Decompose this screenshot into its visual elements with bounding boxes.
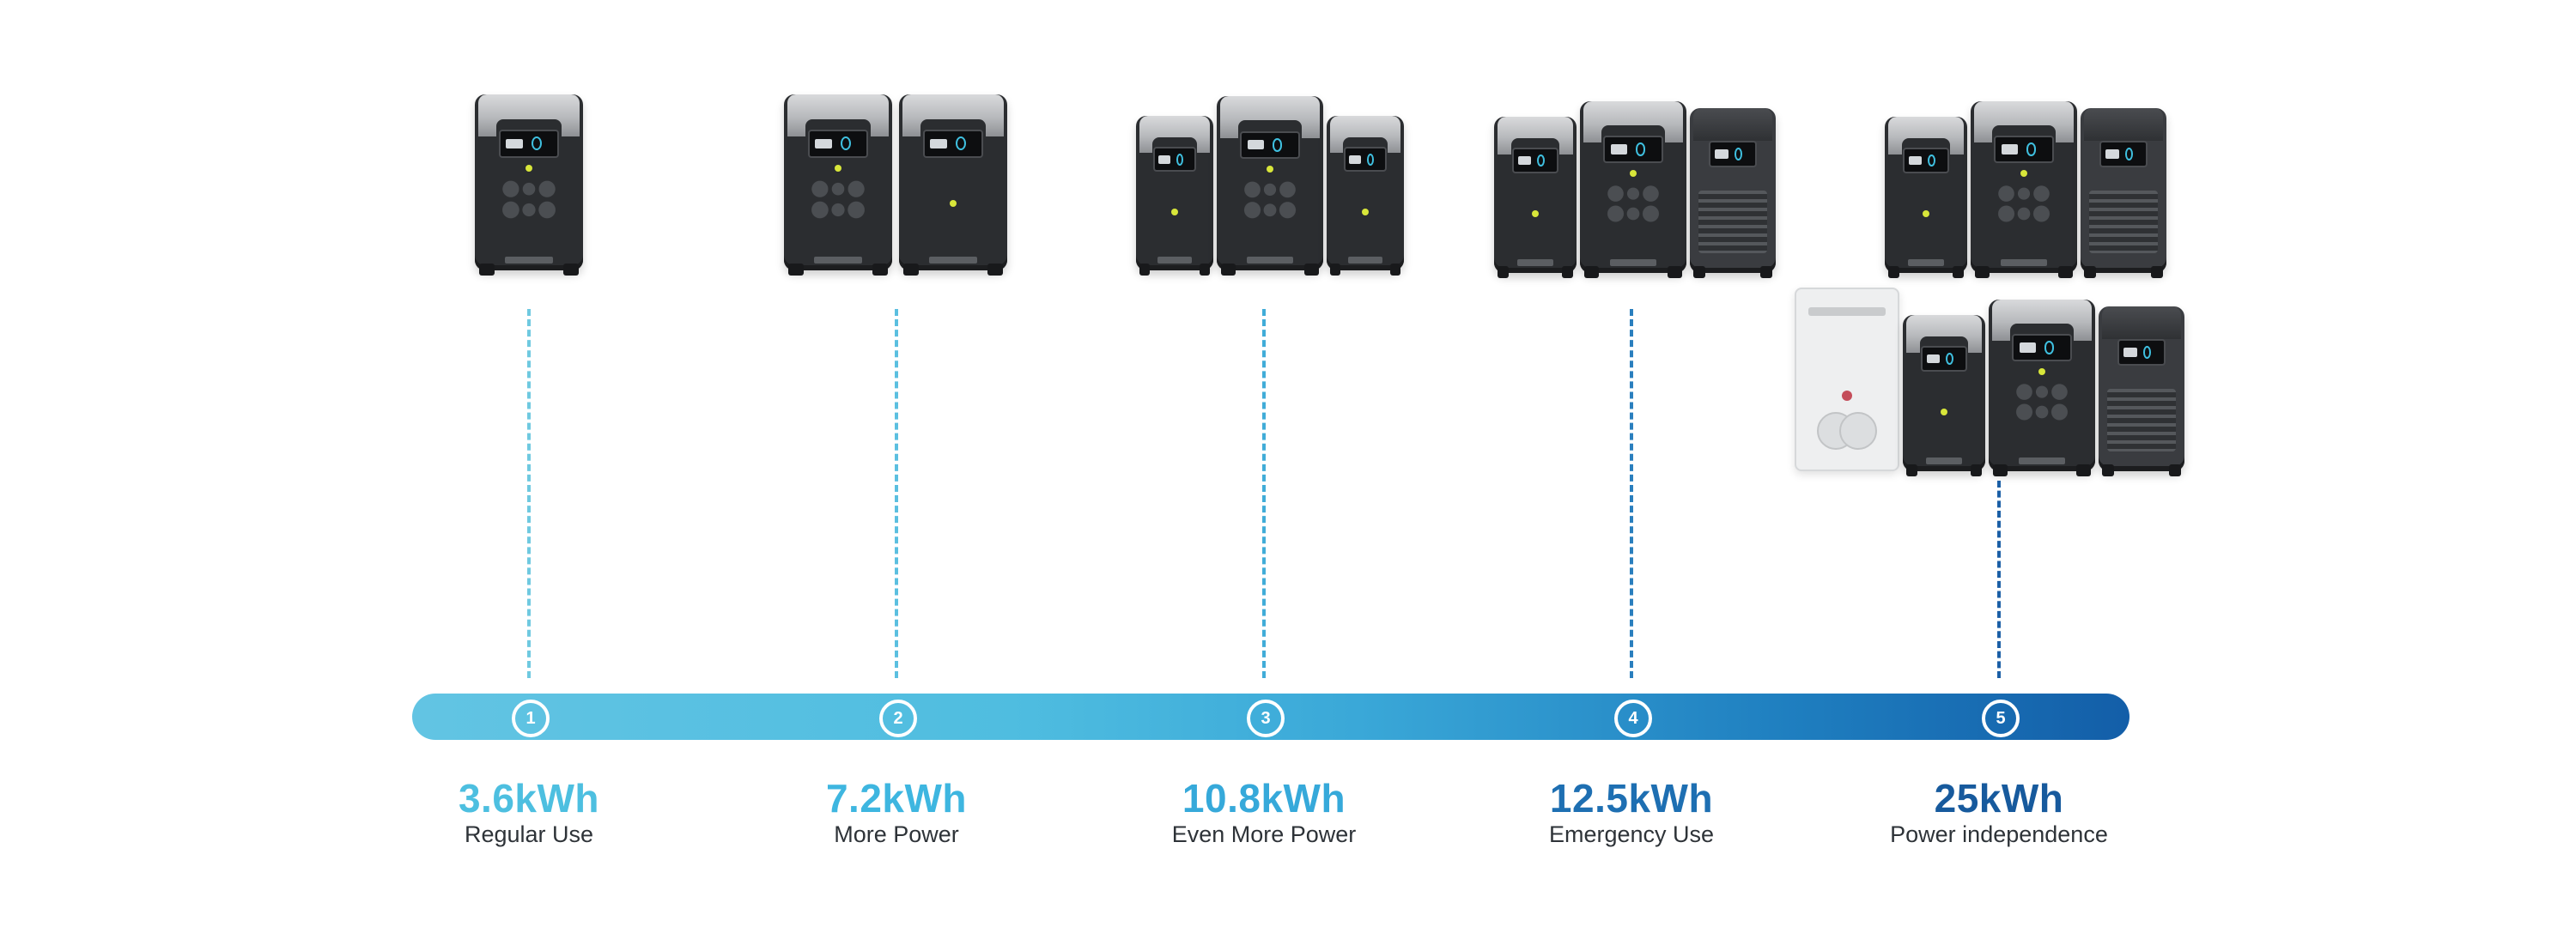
- stage-4-label: 12.5kWh Emergency Use: [1468, 776, 1795, 848]
- stage-1-connector: [527, 309, 531, 678]
- stage-1-marker: 1: [512, 700, 550, 737]
- stage-1-devices: [475, 94, 583, 276]
- stage-5-devices-top: [1885, 101, 2166, 278]
- power-station-icon: [1580, 101, 1686, 278]
- power-station-icon: [1971, 101, 2077, 278]
- stage-3-connector: [1262, 309, 1266, 678]
- stage-3-marker: 3: [1247, 700, 1285, 737]
- stage-1-capacity: 3.6kWh: [458, 776, 600, 821]
- power-station-icon: [475, 94, 583, 276]
- stage-5-description: Power independence: [1890, 821, 2108, 847]
- stage-3-capacity: 10.8kWh: [1182, 776, 1346, 821]
- stage-4-capacity: 12.5kWh: [1549, 776, 1714, 821]
- stage-1-description: Regular Use: [464, 821, 594, 847]
- power-station-icon: [784, 94, 892, 276]
- stage-5-connector: [1997, 481, 2001, 678]
- stage-2-label: 7.2kWh More Power: [733, 776, 1060, 848]
- extra-battery-icon: [1903, 315, 1985, 476]
- extra-battery-icon: [1885, 117, 1967, 278]
- stage-4-connector: [1630, 309, 1633, 678]
- stage-1-label: 3.6kWh Regular Use: [366, 776, 692, 848]
- power-station-icon: [1217, 96, 1323, 276]
- stage-2-capacity: 7.2kWh: [825, 776, 968, 821]
- extra-battery-icon: [1327, 116, 1404, 276]
- generator-icon: [1690, 108, 1776, 278]
- stage-2-devices: [784, 94, 1007, 276]
- extra-battery-icon: [1136, 116, 1213, 276]
- generator-icon: [2081, 108, 2166, 278]
- smart-home-panel-icon: [1795, 288, 1899, 471]
- generator-icon: [2099, 306, 2184, 476]
- stage-3-label: 10.8kWh Even More Power: [1101, 776, 1427, 848]
- stage-4-description: Emergency Use: [1548, 821, 1715, 847]
- extra-battery-icon: [899, 94, 1007, 276]
- stage-3-description: Even More Power: [1171, 821, 1357, 847]
- stage-2-marker: 2: [879, 700, 917, 737]
- stage-5-marker: 5: [1982, 700, 2020, 737]
- extra-battery-icon: [1494, 117, 1577, 278]
- power-station-icon: [1989, 300, 2095, 476]
- stage-2-description: More Power: [834, 821, 959, 847]
- stage-5-capacity: 25kWh: [1934, 776, 2064, 821]
- stage-4-marker: 4: [1614, 700, 1652, 737]
- stage-2-connector: [895, 309, 898, 678]
- stage-3-devices: [1136, 96, 1404, 276]
- stage-4-devices: [1494, 101, 1776, 278]
- stage-5-devices-bottom: [1795, 288, 2184, 476]
- stage-5-label: 25kWh Power independence: [1836, 776, 2162, 848]
